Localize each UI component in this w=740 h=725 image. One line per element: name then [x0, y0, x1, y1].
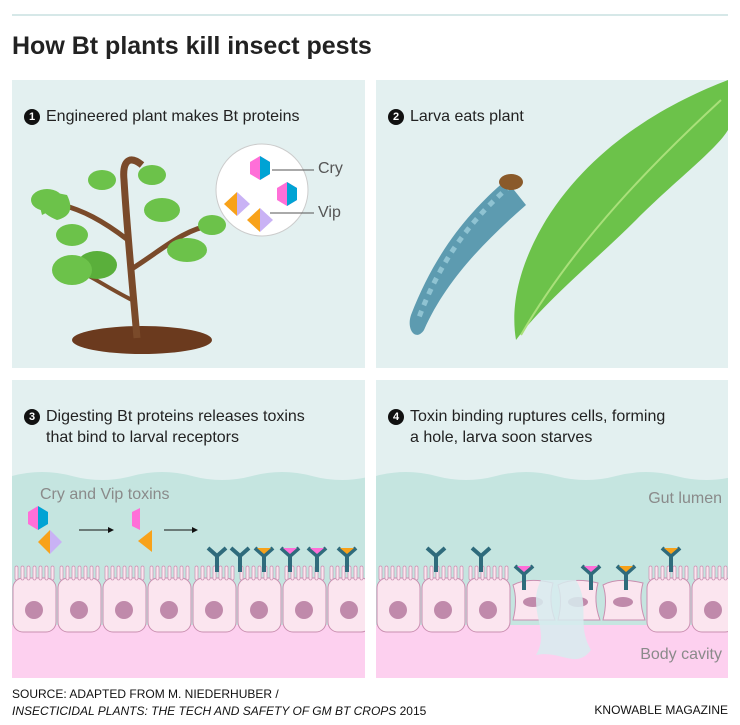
cry-label: Cry — [318, 160, 343, 177]
step-number: 4 — [388, 409, 404, 425]
top-rule — [12, 14, 728, 16]
body-cavity-label: Body cavity — [640, 646, 722, 663]
step-number: 2 — [388, 109, 404, 125]
larva-leaf-illustration — [409, 80, 728, 340]
step-number: 3 — [24, 409, 40, 425]
credit: KNOWABLE MAGAZINE — [594, 703, 728, 717]
step-number: 1 — [24, 109, 40, 125]
gut-lumen-label: Gut lumen — [648, 490, 722, 507]
toxins-label: Cry and Vip toxins — [40, 486, 170, 503]
ruptured-cells-illustration — [376, 472, 728, 678]
toxin-binding-illustration — [12, 472, 365, 678]
receptors — [206, 546, 358, 572]
source-note: SOURCE: ADAPTED FROM M. NIEDERHUBER /INS… — [12, 687, 427, 718]
plant-illustration — [31, 143, 314, 354]
receptors — [425, 546, 682, 590]
vip-label: Vip — [318, 204, 341, 221]
epithelial-cells — [12, 565, 365, 633]
page-title: How Bt plants kill insect pests — [12, 32, 372, 60]
